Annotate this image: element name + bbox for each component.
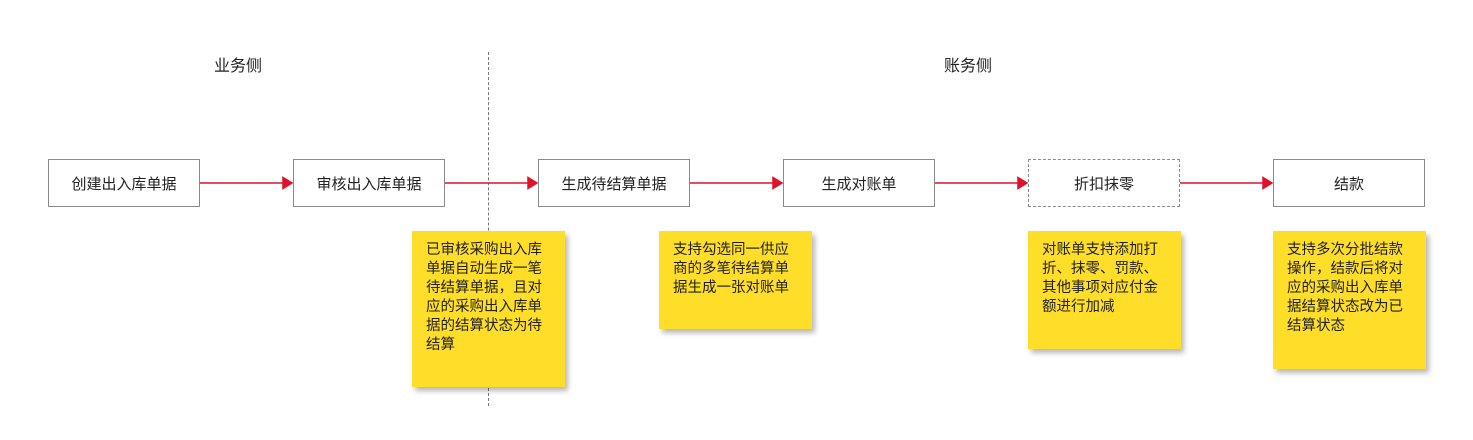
arrow-4-head	[1017, 176, 1029, 190]
lane-label-finance: 账务侧	[944, 56, 993, 75]
step-discount-rounding: 折扣抹零	[1028, 159, 1180, 207]
arrow-2-head	[527, 176, 539, 190]
note-statement-multi-select: 支持勾选同一供应商的多笔待结算单据生成一张对账单	[659, 231, 812, 329]
note-statement-adjustments: 对账单支持添加打折、抹零、罚款、其他事项对应付金额进行加减	[1028, 231, 1181, 349]
lane-label-business: 业务侧	[214, 56, 263, 75]
arrow-3-head	[772, 176, 784, 190]
arrow-1-head	[282, 176, 294, 190]
step-review-inout-doc: 审核出入库单据	[293, 159, 445, 207]
step-generate-settlement-doc: 生成待结算单据	[538, 159, 690, 207]
arrow-5-head	[1262, 176, 1274, 190]
note-batch-payment: 支持多次分批结款操作，结款后将对应的采购出入库单据结算状态改为已结算状态	[1273, 231, 1426, 369]
step-generate-statement: 生成对账单	[783, 159, 935, 207]
step-create-inout-doc: 创建出入库单据	[48, 159, 200, 207]
note-settlement-auto-generate: 已审核采购出入库单据自动生成一笔待结算单据，且对应的采购出入库单据的结算状态为待…	[412, 231, 565, 387]
lane-divider	[488, 52, 489, 406]
step-payment: 结款	[1273, 159, 1425, 207]
